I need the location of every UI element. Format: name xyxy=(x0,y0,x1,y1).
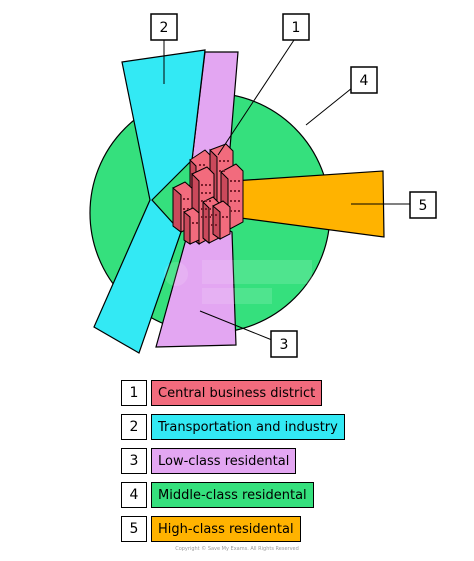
legend-number: 1 xyxy=(121,380,147,406)
svg-text:4: 4 xyxy=(360,73,369,89)
cbd-windows xyxy=(183,160,240,226)
legend-label: High-class residental xyxy=(151,516,301,542)
zone-label-3: 3 xyxy=(270,330,298,358)
svg-text:3: 3 xyxy=(280,337,289,353)
legend-label: Transportation and industry xyxy=(151,414,345,440)
copyright-footer: Copyright © Save My Exams. All Rights Re… xyxy=(175,546,299,552)
watermark xyxy=(164,260,312,304)
legend-label: Middle-class residental xyxy=(151,482,314,508)
zone-label-4: 4 xyxy=(350,66,378,94)
svg-text:5: 5 xyxy=(419,198,428,214)
legend-number: 5 xyxy=(121,516,147,542)
svg-text:1: 1 xyxy=(292,20,301,36)
legend-number: 4 xyxy=(121,482,147,508)
legend-number: 2 xyxy=(121,414,147,440)
legend-label: Central business district xyxy=(151,380,323,406)
leader-lines xyxy=(163,36,410,341)
zone-label-5: 5 xyxy=(409,191,437,219)
zone-label-2: 2 xyxy=(150,13,178,41)
svg-text:2: 2 xyxy=(160,20,169,36)
legend-number: 3 xyxy=(121,448,147,474)
zone-label-1: 1 xyxy=(282,13,310,41)
legend-label: Low-class residental xyxy=(151,448,297,474)
hoyt-sector-model-diagram: 1 2 3 4 5 xyxy=(89,13,437,358)
cbd-buildings xyxy=(172,143,244,246)
